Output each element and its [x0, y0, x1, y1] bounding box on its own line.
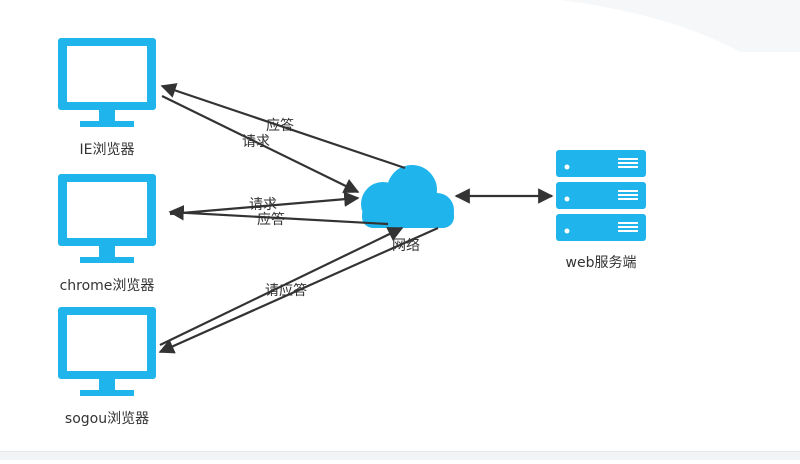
- ie-response-arrow: [160, 83, 406, 170]
- ie-browser-label: IE浏览器: [79, 142, 135, 158]
- ie-monitor-icon: [58, 38, 156, 127]
- sogou-browser-label: sogou浏览器: [64, 411, 150, 427]
- chrome-response-arrow: [168, 205, 389, 226]
- server-label: web服务端: [565, 255, 637, 271]
- ie-response-label: 应答: [266, 118, 294, 134]
- chrome-request-label: 请求: [249, 197, 277, 213]
- sogou-monitor-icon: [58, 307, 156, 396]
- sogou-edge-label: 请应答: [265, 283, 307, 299]
- network-label: 网络: [392, 238, 420, 254]
- ie-request-label: 请求: [242, 134, 270, 150]
- background-swoosh: [560, 0, 800, 52]
- chrome-request-arrow: [169, 191, 360, 216]
- bottom-bar: [0, 451, 800, 460]
- chrome-browser-label: chrome浏览器: [59, 278, 155, 294]
- sogou-response-arrow: [158, 226, 439, 354]
- server-icon: [556, 150, 646, 241]
- chrome-monitor-icon: [58, 174, 156, 263]
- sogou-request-arrow: [159, 227, 404, 346]
- chrome-response-label: 应答: [257, 212, 285, 228]
- ie-request-arrow: [161, 95, 360, 193]
- cloud-icon: [361, 165, 454, 228]
